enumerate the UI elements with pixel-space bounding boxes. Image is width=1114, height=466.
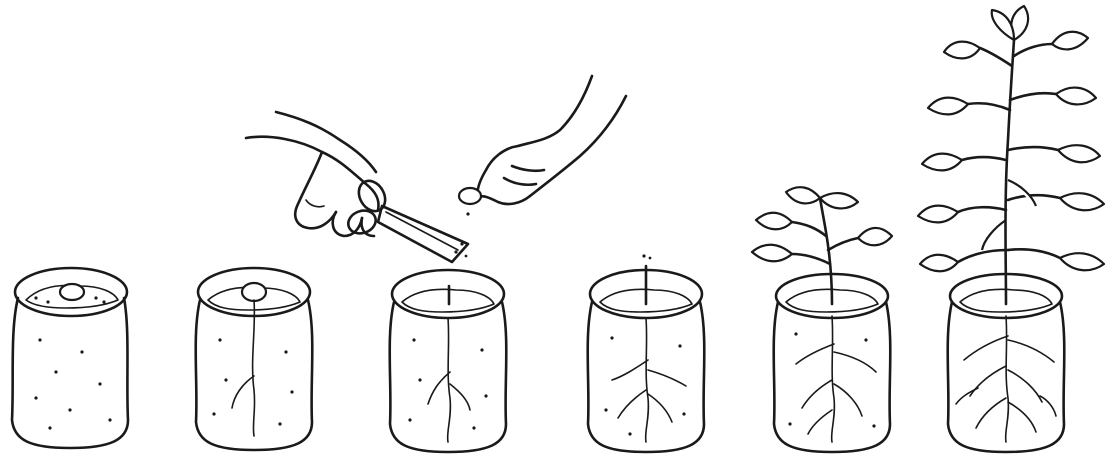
scissors-icon: [345, 176, 468, 262]
grown-plant: [918, 6, 1104, 304]
stage-2-bag: [196, 268, 313, 450]
stage-3-bag: [390, 270, 507, 452]
seed-in-fingers: [459, 188, 481, 204]
seed-icon: [60, 284, 84, 300]
stage-1-bag: [12, 268, 128, 448]
stage-5-bag: [752, 187, 892, 452]
hand-with-scissors: [246, 112, 468, 262]
stage-6-bag: [918, 6, 1104, 452]
young-plant: [752, 187, 892, 304]
stage-4-bag: [588, 254, 705, 452]
hand-with-seed: [459, 76, 626, 216]
seed-icon: [242, 283, 266, 301]
